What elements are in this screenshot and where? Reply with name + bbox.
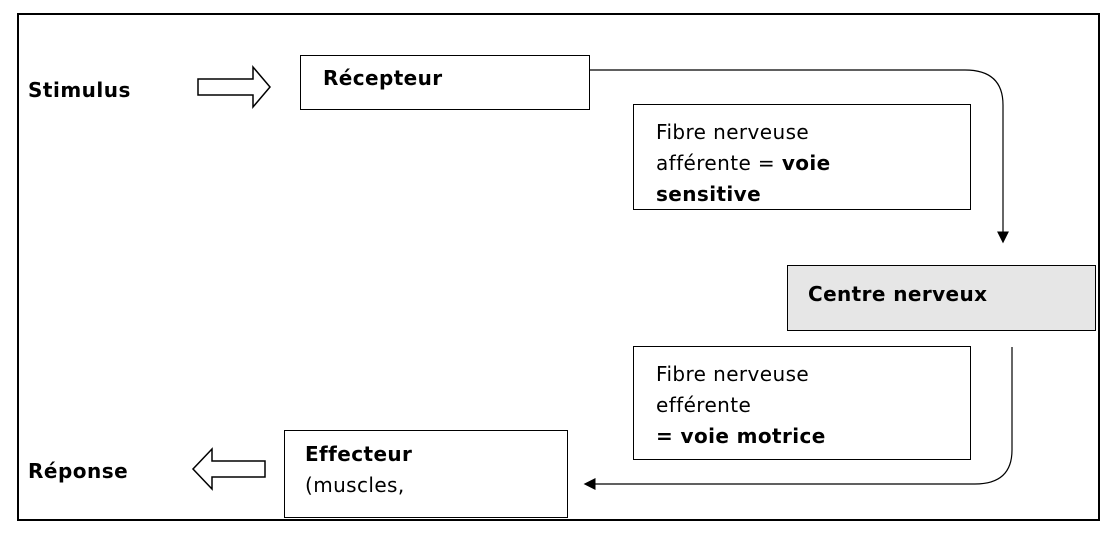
afferent-line-1: Fibre nerveuse xyxy=(656,120,810,144)
diagram-frame xyxy=(17,13,1100,521)
stimulus-label: Stimulus xyxy=(28,78,131,102)
center-label: Centre nerveux xyxy=(808,282,988,306)
afferent-line-3: sensitive xyxy=(656,182,762,206)
response-label: Réponse xyxy=(28,459,129,483)
afferent-path xyxy=(590,69,1009,244)
afferent-line-2: afférente = xyxy=(656,151,782,175)
response-arrow-icon xyxy=(191,447,266,491)
stimulus-arrow-icon xyxy=(197,64,271,110)
receptor-box: Récepteur xyxy=(300,55,590,110)
effector-title: Effecteur xyxy=(305,442,413,466)
efferent-box: Fibre nerveuse efférente = voie motrice xyxy=(633,346,971,460)
efferent-path xyxy=(583,347,1013,490)
afferent-line-2-bold: voie xyxy=(781,151,831,175)
center-box: Centre nerveux xyxy=(787,265,1096,331)
receptor-label: Récepteur xyxy=(323,66,443,90)
effector-detail: (muscles, xyxy=(305,473,405,497)
effector-box: Effecteur (muscles, xyxy=(284,430,568,518)
efferent-line-1: Fibre nerveuse xyxy=(656,362,810,386)
efferent-line-3: = voie motrice xyxy=(656,424,826,448)
efferent-line-2: efférente xyxy=(656,393,752,417)
afferent-box: Fibre nerveuse afférente = voie sensitiv… xyxy=(633,104,971,210)
